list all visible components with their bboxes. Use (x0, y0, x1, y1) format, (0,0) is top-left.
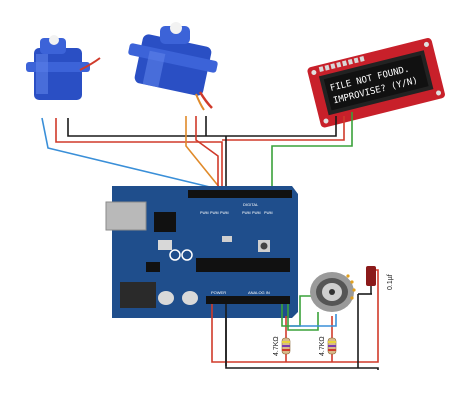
analog-label: ANALOG IN (248, 290, 270, 295)
capacitor-label: 0.1µf (387, 274, 394, 290)
pwm-label: PWM (242, 211, 251, 215)
arduino-board: DIGITAL ANALOG IN POWER PWM PWM PWM PWM … (105, 186, 298, 318)
resistor-1 (281, 337, 291, 355)
pwm-label: PWM (264, 211, 273, 215)
pwm-label: PWM (252, 211, 261, 215)
power-analog-header (206, 296, 290, 304)
wire-red-lcd (222, 116, 345, 141)
sensor-module (310, 272, 356, 312)
wire-green-a5 (287, 304, 319, 331)
wire-red-5v (211, 286, 379, 363)
wire-green-lcd (271, 112, 353, 190)
digital-header (188, 190, 292, 198)
servo-large (128, 22, 218, 111)
arduino-logo (169, 249, 193, 261)
pwm-label: PWM (220, 211, 229, 215)
capacitor (366, 266, 376, 294)
atmega-chip (196, 258, 290, 272)
pwm-label: PWM (200, 211, 209, 215)
wire-blue-sda (290, 314, 337, 327)
sensor-circuit (211, 269, 379, 370)
wire-black-gnd (225, 304, 379, 370)
resistor-2 (327, 337, 337, 355)
wire-orange-servo2-signal (185, 116, 221, 189)
wire-red-servo1 (55, 118, 223, 190)
wire-blue-servo1-signal (41, 117, 215, 189)
lcd-module: FILE NOT FOUND. IMPROVISE? (Y/N) (307, 38, 445, 128)
wire-red-servo2 (195, 116, 219, 190)
pwm-label: PWM (210, 211, 219, 215)
resistor-1-label: 4.7KΩ (273, 336, 280, 356)
servo-small (26, 35, 101, 100)
digital-label: DIGITAL (243, 202, 259, 207)
power-label: POWER (211, 290, 226, 295)
wire-black-lcd (228, 116, 337, 137)
resistor-2-label: 4.7KΩ (319, 336, 326, 356)
wire-black-servo1 (67, 118, 228, 137)
